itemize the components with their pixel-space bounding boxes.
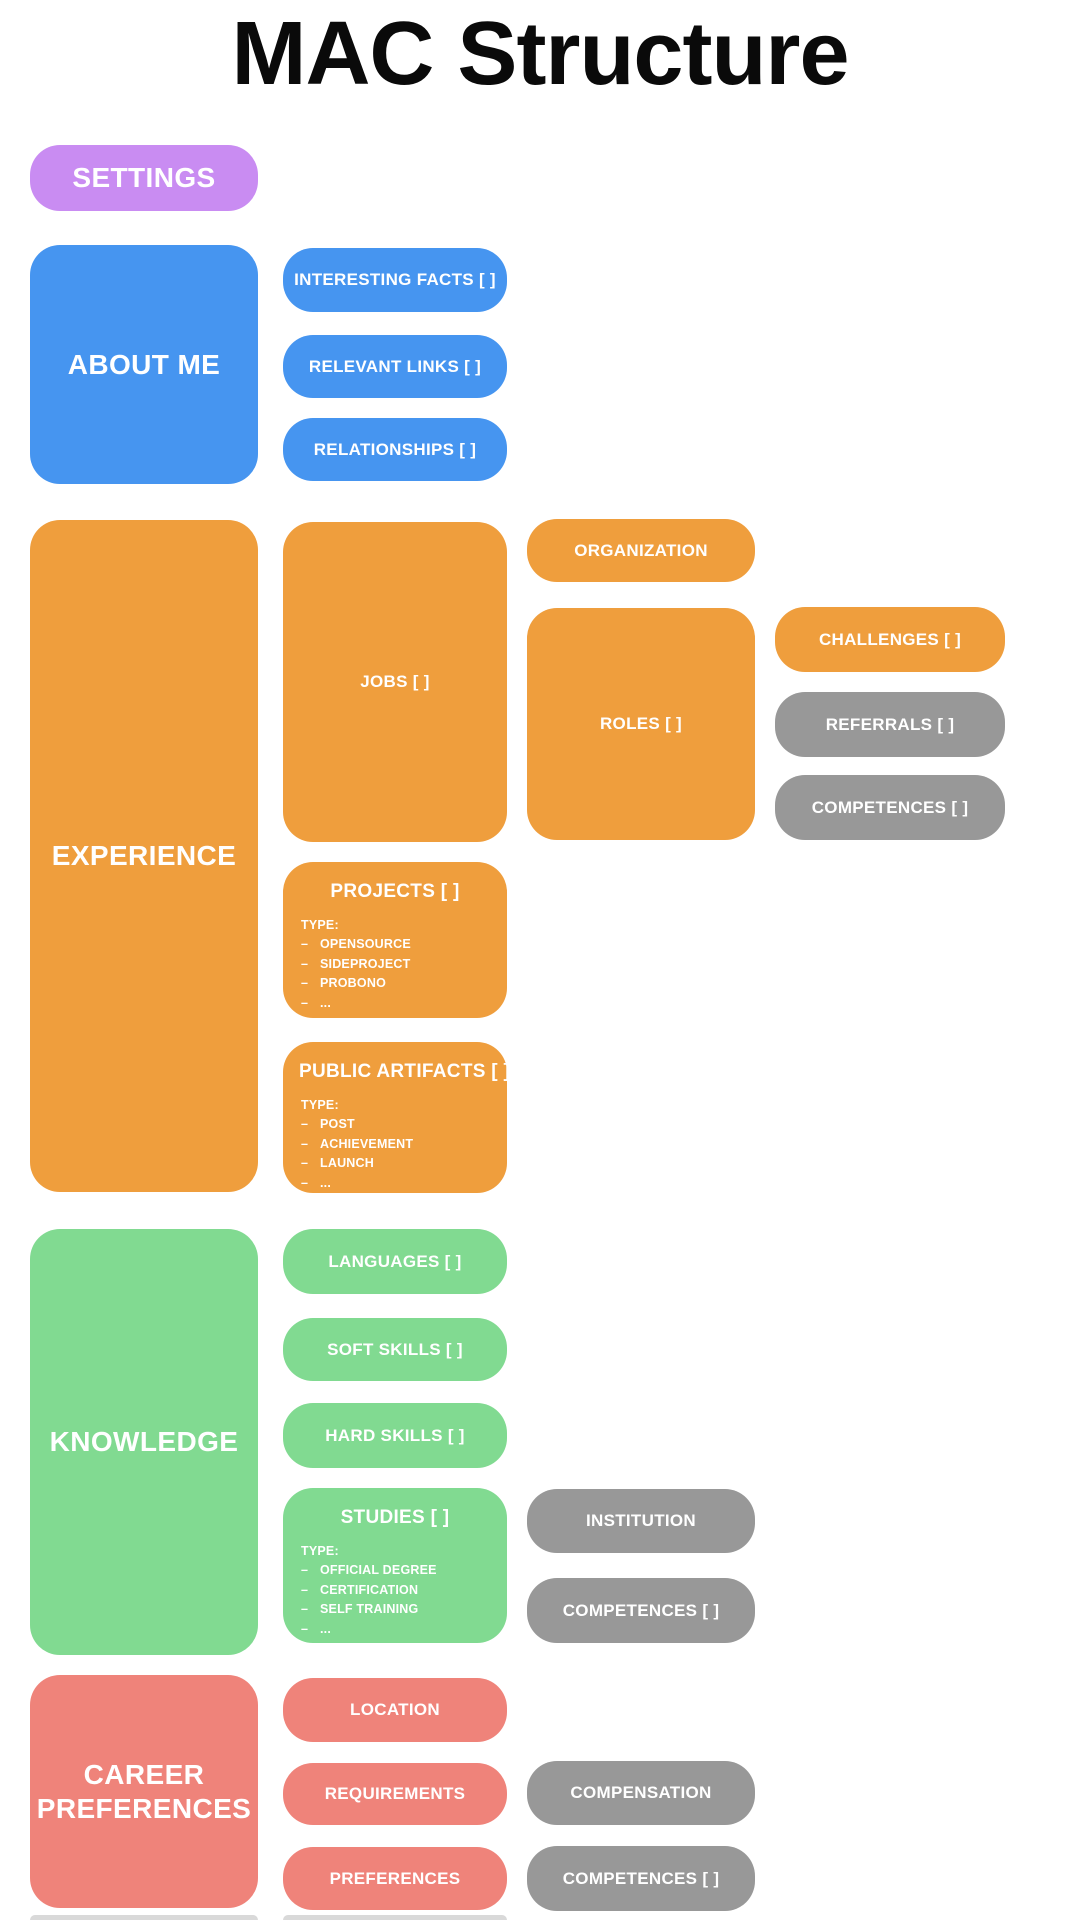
experience-label: EXPERIENCE — [51, 840, 237, 872]
roles-label: ROLES [ ] — [599, 714, 683, 733]
career-preferences-label: CAREER PREFERENCES — [36, 1759, 252, 1824]
institution-label: INSTITUTION — [585, 1511, 696, 1530]
requirements-label: REQUIREMENTS — [324, 1784, 466, 1803]
hard-skills-label: HARD SKILLS [ ] — [325, 1425, 465, 1445]
cutoff-box-edge — [283, 1915, 507, 1920]
list-header: TYPE: — [301, 1098, 339, 1112]
list-item: POST — [301, 1115, 491, 1134]
soft-skills-label: SOFT SKILLS [ ] — [327, 1339, 463, 1359]
preferences-box: PREFERENCES — [283, 1847, 507, 1910]
public-artifacts-type-list: TYPE: POST ACHIEVEMENT LAUNCH ... — [301, 1096, 491, 1193]
public-artifacts-box: PUBLIC ARTIFACTS [ ] TYPE: POST ACHIEVEM… — [283, 1042, 511, 1193]
list-item: ... — [301, 1620, 491, 1639]
competences-experience-label: COMPETENCES [ ] — [811, 797, 969, 817]
list-item: ACHIEVEMENT — [301, 1135, 491, 1154]
projects-box: PROJECTS [ ] TYPE: OPENSOURCE SIDEPROJEC… — [283, 862, 507, 1018]
studies-box: STUDIES [ ] TYPE: OFFICIAL DEGREE CERTIF… — [283, 1488, 507, 1643]
location-box: LOCATION — [283, 1678, 507, 1742]
referrals-box: REFERRALS [ ] — [775, 692, 1005, 757]
list-item: SIDEPROJECT — [301, 955, 491, 974]
list-header: TYPE: — [301, 1544, 339, 1558]
challenges-box: CHALLENGES [ ] — [775, 607, 1005, 672]
challenges-label: CHALLENGES [ ] — [818, 629, 962, 649]
settings-box: SETTINGS — [30, 145, 258, 211]
experience-box: EXPERIENCE — [30, 520, 258, 1192]
competences-knowledge-box: COMPETENCES [ ] — [527, 1578, 755, 1643]
page-title: MAC Structure — [231, 3, 849, 104]
about-me-box: ABOUT ME — [30, 245, 258, 484]
interesting-facts-box: INTERESTING FACTS [ ] — [283, 248, 507, 312]
list-item: SELF TRAINING — [301, 1600, 491, 1619]
studies-label: STUDIES [ ] — [340, 1507, 450, 1528]
public-artifacts-label: PUBLIC ARTIFACTS [ ] — [299, 1061, 511, 1082]
roles-box: ROLES [ ] — [527, 608, 755, 840]
competences-career-box: COMPETENCES [ ] — [527, 1846, 755, 1911]
about-me-label: ABOUT ME — [67, 348, 221, 380]
list-item: PROBONO — [301, 974, 491, 993]
compensation-label: COMPENSATION — [570, 1783, 712, 1802]
soft-skills-box: SOFT SKILLS [ ] — [283, 1318, 507, 1381]
list-header: TYPE: — [301, 918, 339, 932]
organization-box: ORGANIZATION — [527, 519, 755, 582]
compensation-box: COMPENSATION — [527, 1761, 755, 1825]
languages-label: LANGUAGES [ ] — [328, 1251, 462, 1271]
institution-box: INSTITUTION — [527, 1489, 755, 1553]
relationships-box: RELATIONSHIPS [ ] — [283, 418, 507, 481]
settings-label: SETTINGS — [72, 162, 216, 194]
hard-skills-box: HARD SKILLS [ ] — [283, 1403, 507, 1468]
jobs-label: JOBS [ ] — [360, 672, 430, 691]
relevant-links-box: RELEVANT LINKS [ ] — [283, 335, 507, 398]
location-label: LOCATION — [350, 1700, 440, 1719]
languages-box: LANGUAGES [ ] — [283, 1229, 507, 1294]
organization-label: ORGANIZATION — [574, 540, 708, 560]
competences-career-label: COMPETENCES [ ] — [562, 1868, 720, 1888]
preferences-label: PREFERENCES — [329, 1868, 461, 1888]
projects-label: PROJECTS [ ] — [330, 881, 460, 902]
list-item: OPENSOURCE — [301, 935, 491, 954]
studies-type-list: TYPE: OFFICIAL DEGREE CERTIFICATION SELF… — [301, 1542, 491, 1639]
knowledge-box: KNOWLEDGE — [30, 1229, 258, 1655]
career-preferences-box: CAREER PREFERENCES — [30, 1675, 258, 1908]
knowledge-label: KNOWLEDGE — [49, 1426, 239, 1458]
list-item: CERTIFICATION — [301, 1581, 491, 1600]
requirements-box: REQUIREMENTS — [283, 1763, 507, 1825]
list-item: ... — [301, 1174, 491, 1193]
relationships-label: RELATIONSHIPS [ ] — [313, 439, 477, 459]
cutoff-box-edge — [30, 1915, 258, 1920]
relevant-links-label: RELEVANT LINKS [ ] — [308, 356, 482, 376]
interesting-facts-label: INTERESTING FACTS [ ] — [294, 270, 496, 289]
list-item: LAUNCH — [301, 1154, 491, 1173]
referrals-label: REFERRALS [ ] — [825, 714, 955, 734]
list-item: OFFICIAL DEGREE — [301, 1561, 491, 1580]
competences-experience-box: COMPETENCES [ ] — [775, 775, 1005, 840]
projects-type-list: TYPE: OPENSOURCE SIDEPROJECT PROBONO ... — [301, 916, 491, 1013]
competences-knowledge-label: COMPETENCES [ ] — [562, 1600, 720, 1620]
list-item: ... — [301, 994, 491, 1013]
jobs-box: JOBS [ ] — [283, 522, 507, 842]
